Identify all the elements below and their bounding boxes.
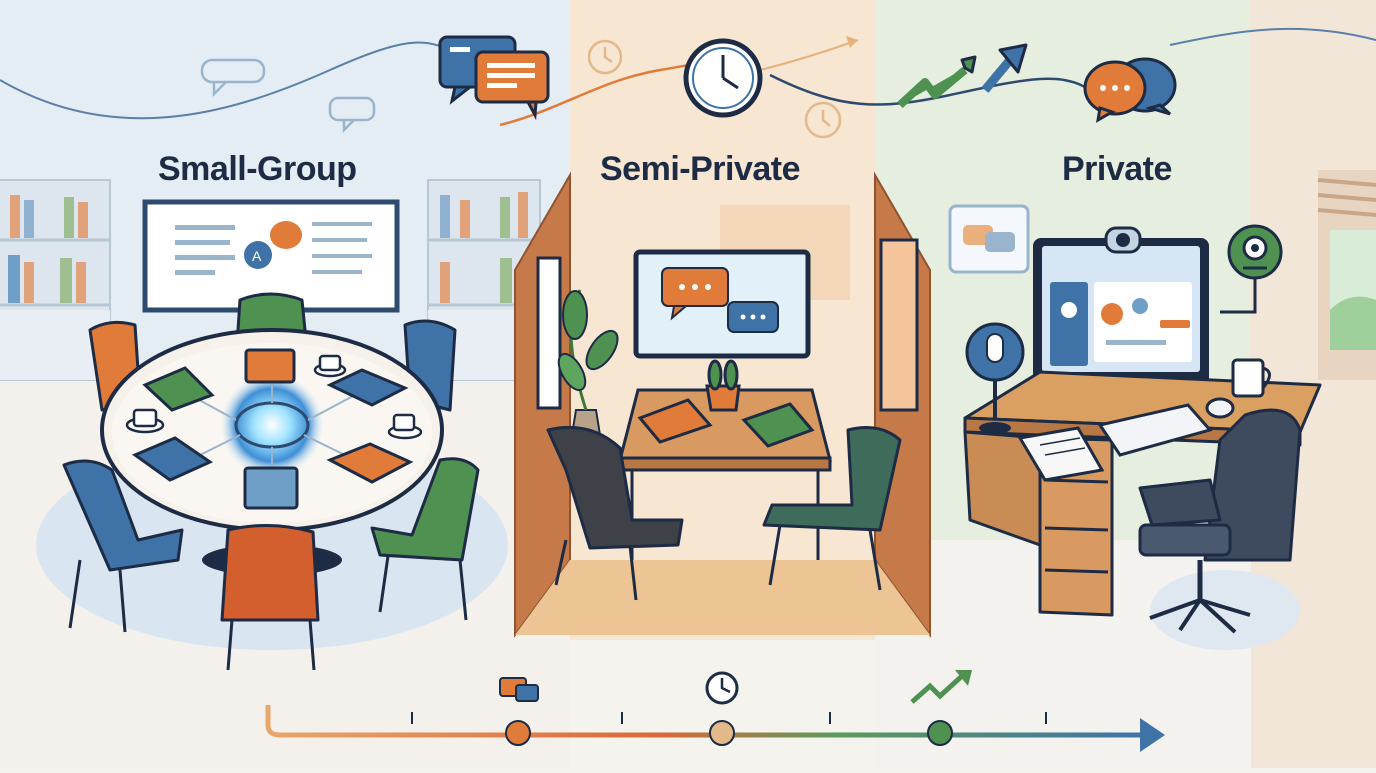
timeline [265, 670, 1165, 752]
chat-bubbles-icon [1083, 57, 1177, 123]
office-chair [1138, 408, 1302, 650]
chat-bubbles-icon [499, 677, 539, 702]
coffee-cup-icon [1231, 358, 1271, 398]
whiteboard: A [142, 199, 400, 313]
coffee-cup-icon [125, 354, 423, 440]
wall-monitor [633, 249, 811, 359]
clock-icon [683, 38, 763, 118]
zone-title-small-group: Small-Group [158, 150, 357, 188]
timeline-marker-private [927, 720, 953, 746]
zone-title-private: Private [1062, 150, 1172, 188]
chair [546, 425, 902, 601]
chat-bubbles-icon [438, 35, 550, 121]
plant-icon [557, 289, 619, 436]
growth-arrow-icon [897, 43, 1028, 108]
chair [62, 457, 480, 671]
connector-line [0, 41, 471, 120]
timeline-marker-small-group [505, 720, 531, 746]
webcam-icon [1104, 224, 1283, 314]
chat-outline-icon [200, 58, 376, 134]
booth-table [618, 359, 832, 560]
zone-title-semi-private: Semi-Private [600, 150, 801, 188]
whiteboard-letter: A [252, 248, 262, 264]
timeline-marker-semi-private [709, 720, 735, 746]
hub-glow [220, 373, 324, 477]
growth-arrow-icon [910, 670, 972, 704]
computer-monitor [1033, 238, 1209, 414]
tablet-icon [243, 368, 414, 510]
chat-outline-icon [948, 204, 1030, 274]
clock-icon [705, 671, 739, 705]
window [1317, 170, 1376, 380]
clock-outline-icon [587, 39, 842, 139]
keyboard [1097, 397, 1235, 457]
microphone-icon [965, 322, 1025, 434]
book-icon [131, 348, 296, 482]
notebook [1017, 426, 1105, 482]
